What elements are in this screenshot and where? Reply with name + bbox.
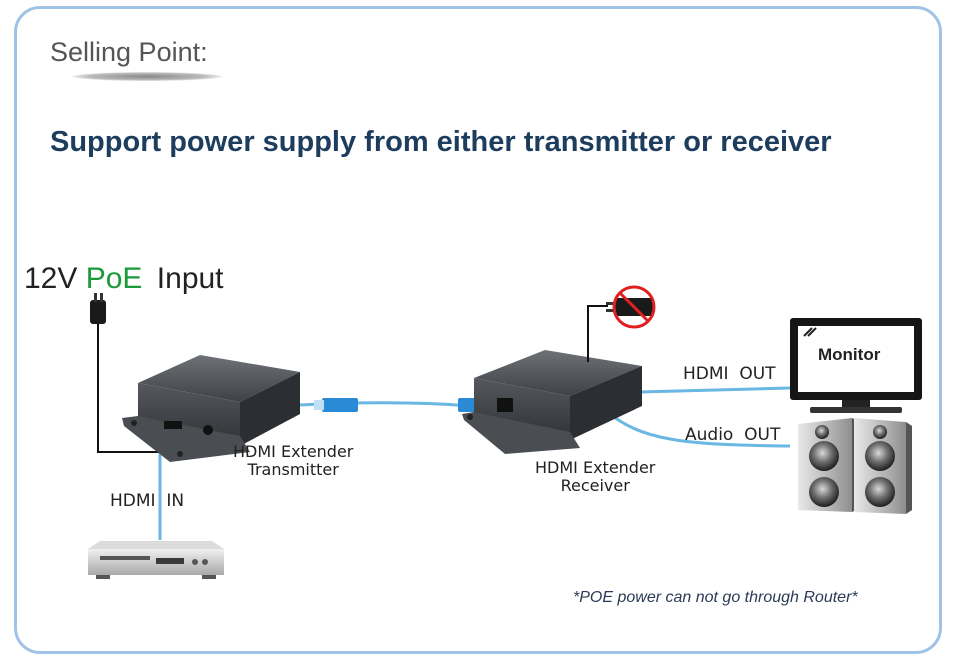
audio-out-label: Audio OUT xyxy=(685,425,781,445)
monitor-icon xyxy=(790,318,922,413)
transmitter-label-line2: Transmitter xyxy=(247,460,339,479)
receiver-device xyxy=(462,350,642,454)
headline: Support power supply from either transmi… xyxy=(50,126,832,158)
transmitter-label: HDMI Extender Transmitter xyxy=(233,443,353,479)
selling-point-title: Selling Point: xyxy=(50,37,208,67)
ethernet-plug-icon xyxy=(314,398,500,412)
no-power-adapter-icon xyxy=(587,285,656,362)
receiver-label-line1: HDMI Extender xyxy=(535,458,656,477)
transmitter-device xyxy=(122,355,300,462)
receiver-label: HDMI Extender Receiver xyxy=(535,459,655,495)
power-adapter-icon xyxy=(90,293,160,453)
hdmi-out-label: HDMI OUT xyxy=(683,364,776,384)
poe-text: PoE xyxy=(85,262,143,295)
power-input-label: 12V PoE Input xyxy=(24,262,224,296)
transmitter-label-line1: HDMI Extender xyxy=(233,442,354,461)
router-note: *POE power can not go through Router* xyxy=(573,589,858,606)
hdmi-in-label: HDMI IN xyxy=(110,491,185,511)
voltage-text: 12V xyxy=(24,262,78,295)
monitor-label: Monitor xyxy=(818,345,881,364)
speaker-icon xyxy=(798,418,912,514)
dvd-player-icon xyxy=(88,541,224,579)
receiver-label-line2: Receiver xyxy=(560,476,630,495)
input-text: Input xyxy=(156,262,224,295)
title-underline-shadow xyxy=(72,72,222,81)
